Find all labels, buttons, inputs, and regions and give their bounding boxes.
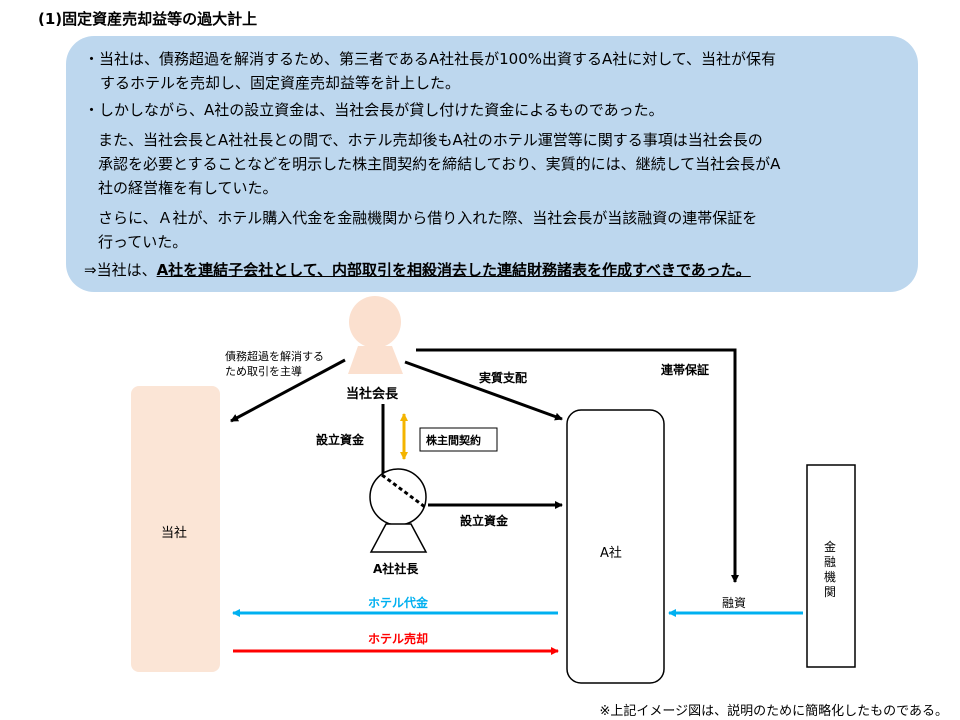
conclusion: ⇒当社は、A社を連結子会社として、内部取引を相殺消去した連結財務諸表を作成すべき… (84, 258, 751, 282)
bullet-2: ・しかしながら、A社の設立資金は、当社会長が貸し付けた資金によるものであった。 (84, 101, 664, 119)
bank-box (806, 464, 856, 668)
transaction-note-line-1: 債務超過を解消する (225, 350, 324, 363)
paragraph-2-line-3: 社の経営権を有していた。 (98, 179, 278, 197)
conclusion-prefix: ⇒当社は、 (84, 261, 157, 279)
a-president-figure (369, 468, 428, 553)
bullet-1-line-2: するホテルを売却し、固定資産売却益等を計上した。 (100, 74, 461, 92)
financing-label: 融資 (722, 596, 747, 610)
footnote: ※上記イメージ図は、説明のために簡略化したものである。 (599, 704, 948, 719)
setup-funds-left-label: 設立資金 (316, 433, 365, 447)
paragraph-3-line-1: さらに、Ａ社が、ホテル購入代金を金融機関から借り入れた際、当社会長が当該融資の連… (98, 209, 758, 227)
transaction-note-line-2: ため取引を主導 (225, 365, 302, 378)
paragraph-3-line-2: 行っていた。 (98, 233, 188, 251)
a-company-label: A社 (600, 546, 622, 561)
arrow-effective-control (404, 360, 563, 421)
effective-control-label: 実質支配 (479, 371, 528, 385)
setup-funds-right-label: 設立資金 (460, 514, 509, 528)
paragraph-2-line-2: 承認を必要とすることなどを明示した株主間契約を締結しており、実質的には、継続して… (98, 155, 781, 173)
arrow-chairman-to-our-company (230, 358, 346, 423)
shareholders-agreement-label-box (419, 427, 498, 452)
shareholders-agreement-label: 株主間契約 (426, 434, 481, 447)
arrow-joint-guarantee (416, 348, 739, 583)
our-company-label: 当社 (161, 526, 188, 541)
bullet-1-line-1: ・当社は、債務超過を解消するため、第三者であるA社社長が100%出資するA社に対… (84, 50, 777, 68)
hotel-payment-label: ホテル代金 (368, 596, 429, 610)
hotel-sale-label: ホテル売却 (368, 632, 429, 646)
section-title: (1)固定資産売却益等の過大計上 (38, 10, 258, 28)
joint-guarantee-label: 連帯保証 (661, 363, 710, 377)
chairman-label: 当社会長 (346, 387, 399, 402)
a-company-box (566, 409, 665, 684)
summary-box (66, 36, 918, 292)
conclusion-emphasis: A社を連結子会社として、内部取引を相殺消去した連結財務諸表を作成すべきであった。 (156, 261, 751, 279)
a-president-label: A社社長 (373, 562, 419, 576)
our-company-box (131, 386, 220, 672)
chairman-figure (348, 296, 403, 374)
paragraph-2-line-1: また、当社会長とA社社長との間で、ホテル売却後もA社のホテル運営等に関する事項は… (98, 131, 763, 149)
bank-label: 金融機関 (824, 540, 837, 599)
